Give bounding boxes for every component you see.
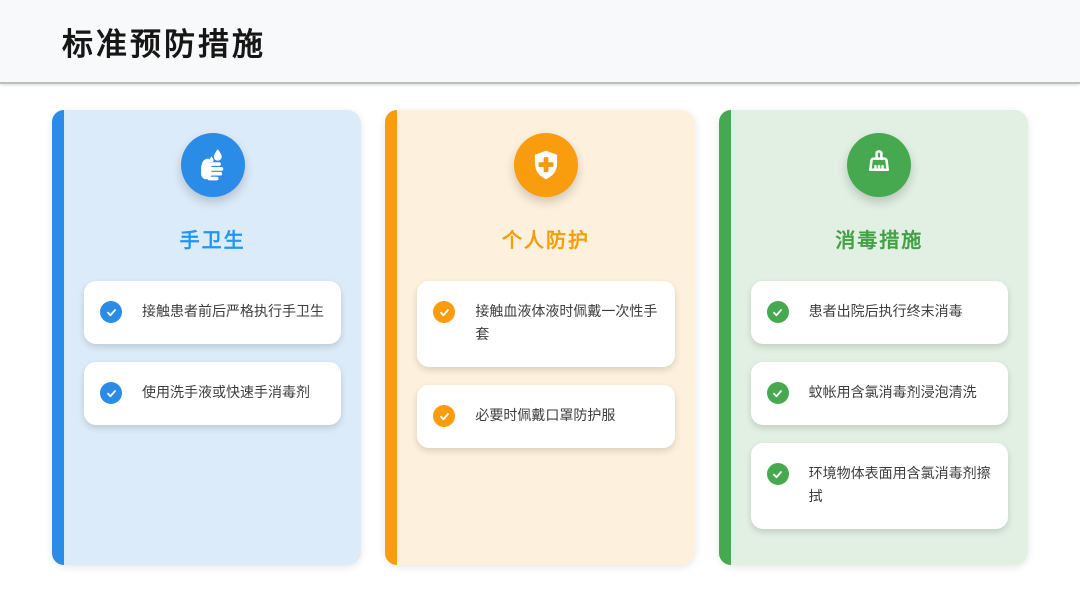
cleaning-brush-icon: [847, 133, 912, 197]
card-accent-stripe: [385, 110, 398, 565]
card-title: 个人防护: [501, 230, 590, 252]
item-text: 接触血液体液时佩戴一次性手套: [475, 305, 658, 344]
card-accent-stripe: [718, 110, 731, 565]
list-item: 接触血液体液时佩戴一次性手套: [417, 281, 675, 368]
card-accent-stripe: [52, 110, 64, 565]
card-disinfection: 消毒措施 患者出院后执行终末消毒 蚊帐用含氯消毒剂浸泡清洗: [718, 110, 1028, 565]
checkmark-icon: [766, 301, 789, 323]
checkmark-icon: [433, 405, 456, 428]
list-item: 接触患者前后严格执行手卫生: [84, 281, 342, 345]
card-personal-protection: 个人防护 接触血液体液时佩戴一次性手套 必要时佩戴口罩防护服: [385, 110, 695, 565]
checkmark-icon: [433, 301, 456, 323]
list-item: 使用洗手液或快速手消毒剂: [84, 362, 342, 426]
item-text: 环境物体表面用含氯消毒剂擦拭: [808, 467, 991, 506]
card-hand-hygiene: 手卫生 接触患者前后严格执行手卫生 使用洗手液或快速手消毒剂: [52, 110, 362, 565]
item-text: 必要时佩戴口罩防护服: [475, 409, 616, 425]
cards-container: 手卫生 接触患者前后严格执行手卫生 使用洗手液或快速手消毒剂: [0, 84, 1080, 565]
slide-header: 标准预防措施: [0, 0, 1080, 84]
item-text: 接触患者前后严格执行手卫生: [142, 305, 324, 320]
list-item: 患者出院后执行终末消毒: [750, 281, 1008, 345]
checkmark-icon: [100, 301, 122, 323]
item-text: 蚊帐用含氯消毒剂浸泡清洗: [808, 386, 977, 402]
card-body: 个人防护 接触血液体液时佩戴一次性手套 必要时佩戴口罩防护服: [385, 110, 694, 449]
item-text: 患者出院后执行终末消毒: [808, 305, 963, 320]
checkmark-icon: [766, 382, 789, 405]
card-title: 手卫生: [179, 230, 246, 252]
item-list: 接触血液体液时佩戴一次性手套 必要时佩戴口罩防护服: [417, 281, 675, 449]
page-title: 标准预防措施: [62, 26, 266, 62]
checkmark-icon: [766, 463, 789, 486]
list-item: 必要时佩戴口罩防护服: [417, 385, 675, 449]
item-list: 接触患者前后严格执行手卫生 使用洗手液或快速手消毒剂: [84, 281, 342, 426]
shield-cross-icon: [513, 133, 578, 197]
card-body: 手卫生 接触患者前后严格执行手卫生 使用洗手液或快速手消毒剂: [52, 110, 361, 426]
checkmark-icon: [100, 382, 122, 405]
hand-wash-icon: [180, 133, 245, 197]
item-list: 患者出院后执行终末消毒 蚊帐用含氯消毒剂浸泡清洗 环境物体表面用含氯消毒剂擦拭: [750, 281, 1008, 530]
card-title: 消毒措施: [835, 230, 924, 252]
list-item: 蚊帐用含氯消毒剂浸泡清洗: [750, 362, 1008, 426]
list-item: 环境物体表面用含氯消毒剂擦拭: [750, 443, 1008, 530]
card-body: 消毒措施 患者出院后执行终末消毒 蚊帐用含氯消毒剂浸泡清洗: [719, 110, 1028, 530]
item-text: 使用洗手液或快速手消毒剂: [142, 386, 310, 402]
